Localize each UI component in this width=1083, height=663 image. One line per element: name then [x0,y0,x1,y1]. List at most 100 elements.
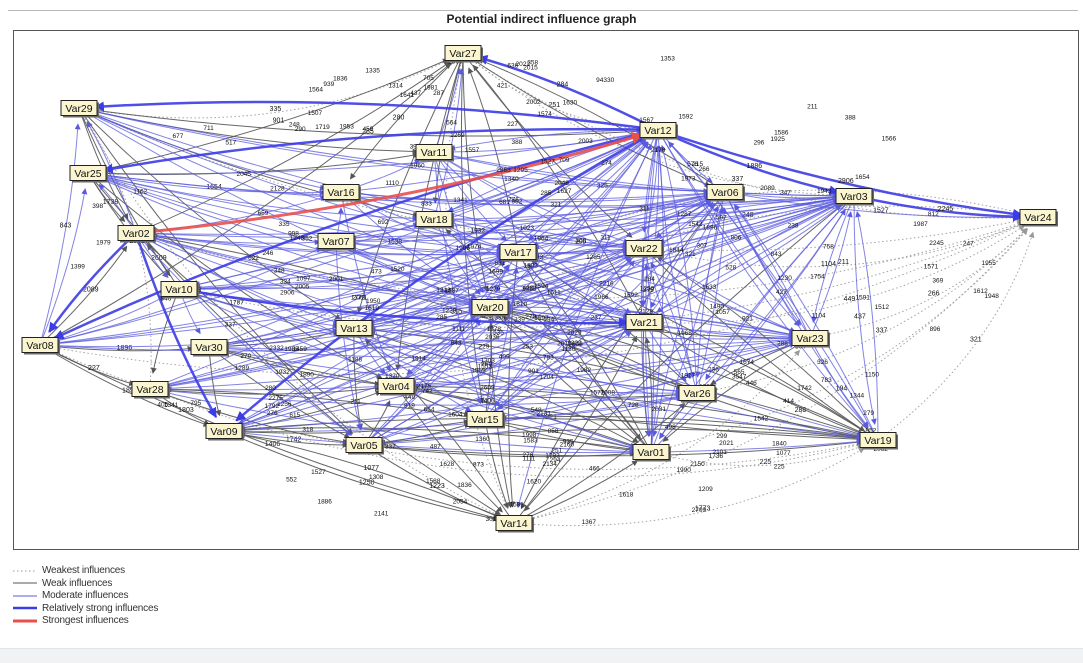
edge-var08-var02 [39,245,128,346]
node-label: Var07 [322,236,349,248]
edge-var02-var19 [135,232,863,440]
edge-var19-var03 [855,211,879,441]
node-var10[interactable]: Var10 [160,281,199,299]
edge-var12-var01 [645,129,659,437]
node-var20[interactable]: Var20 [471,299,510,317]
edge-weight-label: 1538 [388,238,403,245]
edge-weight-label: 1594 [534,283,549,290]
edge-weight-label: 2275 [268,395,283,402]
edge-label: 449 [844,296,856,303]
legend-label: Weakest influences [42,565,125,576]
node-var01[interactable]: Var01 [632,444,671,462]
node-var26[interactable]: Var26 [678,385,717,403]
node-label: Var11 [421,147,448,159]
node-var12[interactable]: Var12 [639,122,678,140]
edge-var26-var06 [696,207,728,394]
legend-label: Relatively strong influences [42,602,159,614]
node-var22[interactable]: Var22 [625,240,664,258]
node-var13[interactable]: Var13 [335,320,374,338]
edge-var21-var19 [643,321,864,436]
edge-weight-label: 1618 [619,492,634,499]
node-box [632,444,670,460]
edge-weight-label: 1754 [810,274,825,281]
edge-weight-label: 276 [522,452,533,459]
edge-var28-var20 [149,311,476,390]
edge-var15-var06 [484,203,715,420]
edge-var28-var05 [149,388,349,445]
node-var02[interactable]: Var02 [117,225,156,243]
edge-weight-label: 1773 [351,295,366,302]
node-var27[interactable]: Var27 [444,45,483,63]
node-var19[interactable]: Var19 [859,432,898,450]
node-box [60,100,98,116]
edge-var10-var06 [178,194,711,290]
edge-weight-label: 528 [725,265,736,272]
node-var14[interactable]: Var14 [495,515,534,533]
node-var09[interactable]: Var09 [205,423,244,441]
edge-weight-label: 2089 [760,185,775,192]
node-var16[interactable]: Var16 [322,184,361,202]
node-var30[interactable]: Var30 [190,339,229,357]
node-var04[interactable]: Var04 [377,378,416,396]
edge-var02-var03 [135,196,839,238]
edge-var01-var19 [650,444,864,467]
edge-weight-label: 1279 [486,286,501,293]
edge-weight-label: 238 [788,223,799,230]
node-var15[interactable]: Var15 [466,411,505,429]
edge-weight-label: 1314 [388,82,403,89]
edge-weight-label: 1932 [470,228,485,235]
edge-weight-label: 622 [248,255,259,262]
node-var23[interactable]: Var23 [791,330,830,348]
node-box [466,411,504,427]
node-var17[interactable]: Var17 [499,244,538,262]
node-var06[interactable]: Var06 [706,184,745,202]
node-label: Var02 [122,228,149,240]
edge-weight-label: 1360 [475,436,490,443]
edge-weight-label: 2709 [692,507,707,514]
edge-var03-var10 [193,195,855,287]
edge-var12-var19 [657,129,868,429]
node-var25[interactable]: Var25 [69,165,108,183]
edge-weight-label: 409 [499,354,510,361]
edge-weight-label: 2048 [554,180,569,187]
edge-var01-var12 [650,145,664,453]
edge-weight-label: 284 [644,276,655,283]
node-var08[interactable]: Var08 [21,337,60,355]
edge-weight-label: 1742 [797,385,812,392]
node-var24[interactable]: Var24 [1019,209,1058,227]
node-var11[interactable]: Var11 [415,144,454,162]
edge-label: 2906 [838,178,854,185]
edge-label: 437 [854,314,866,321]
edge-var12-var14 [516,129,659,509]
edge-weight-label: 311 [639,205,650,212]
edge-weight-label: 1512 [875,304,890,311]
edge-var27-var24 [462,52,1023,221]
edge-weight-label: 1844 [669,247,684,254]
edge-weight-label: 1906 [455,245,470,252]
edge-weight-label: 1604 [448,412,463,419]
edge-var17-var27 [467,67,519,253]
node-var29[interactable]: Var29 [60,100,99,118]
edge-weight-label: 1925 [770,136,785,143]
node-label: Var01 [637,447,664,459]
edge-weight-label: 1308 [369,474,384,481]
edge-weight-label: 1998 [522,432,537,439]
edge-weight-label: 1630 [563,100,578,107]
edge-var09-var06 [223,199,712,432]
edge-weight-label: 285 [540,190,551,197]
edge-weight-label: 902 [511,198,522,205]
node-var28[interactable]: Var28 [131,381,170,399]
node-var18[interactable]: Var18 [415,211,454,229]
node-var07[interactable]: Var07 [317,233,356,251]
edge-var29-var12 [78,107,643,137]
node-var21[interactable]: Var21 [625,314,664,332]
edge-weight-label: 1162 [133,188,147,195]
edge-weight-label: 1289 [235,365,250,372]
node-var05[interactable]: Var05 [345,437,384,455]
node-box [131,381,169,397]
edge-label: 321 [970,336,982,343]
edge-var06-var17 [532,191,726,247]
node-box [117,225,155,241]
node-var03[interactable]: Var03 [835,188,874,206]
edge-weight-label: 1943 [817,188,832,195]
